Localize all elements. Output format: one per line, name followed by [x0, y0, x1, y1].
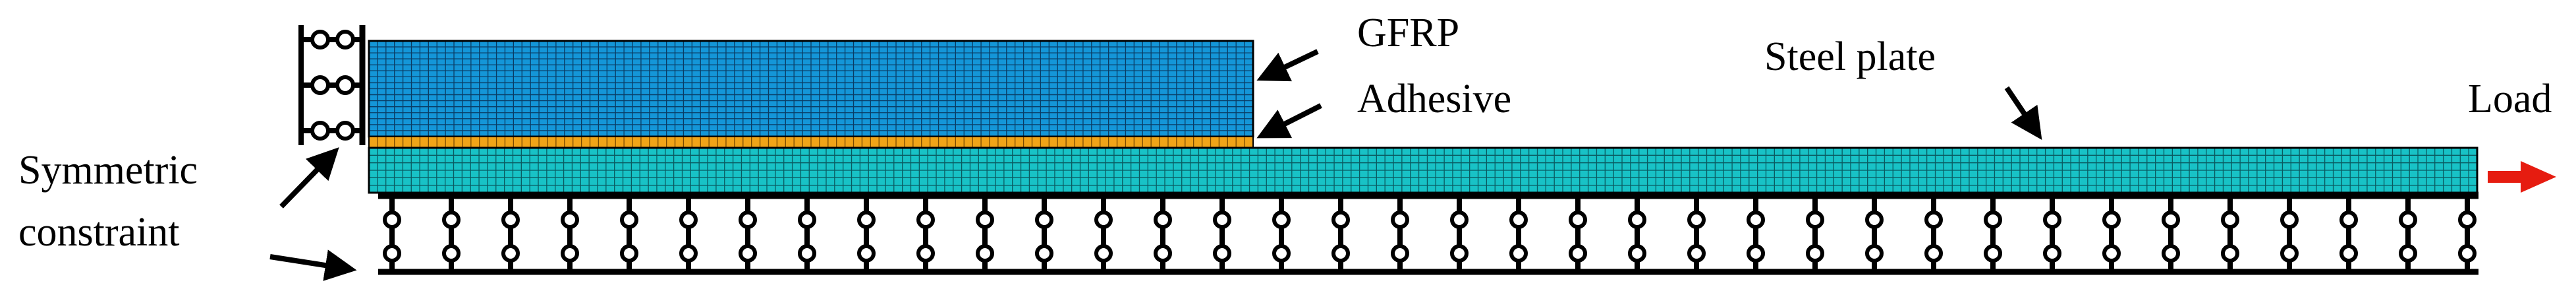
symmetric-pointer-arrow-lower: [269, 249, 357, 281]
symmetric-rollers: [301, 30, 362, 141]
roller-support-icon: [2221, 195, 2239, 272]
roller-support-icon: [1094, 195, 1113, 272]
roller-support-icon: [2458, 195, 2477, 272]
roller-support-icon: [501, 195, 520, 272]
roller-support-icon: [1747, 195, 1765, 272]
gfrp-label: GFRP: [1357, 11, 1459, 55]
roller-support-icon: [2162, 195, 2180, 272]
roller-support-icon: [2280, 195, 2299, 272]
roller-support-icon: [1213, 195, 1231, 272]
roller-support-icon: [1924, 195, 1943, 272]
roller-support-icon: [1628, 195, 1646, 272]
symmetric-constraint-label-line1: Symmetric: [18, 148, 198, 193]
roller-support-icon: [620, 195, 638, 272]
gfrp-mesh: [369, 41, 1253, 137]
roller-support-icon: [301, 30, 362, 49]
roller-support-icon: [2043, 195, 2061, 272]
symmetric-constraint-label-line2: constraint: [18, 210, 180, 255]
roller-support-icon: [383, 195, 401, 272]
roller-support-icon: [1154, 195, 1172, 272]
roller-support-icon: [442, 195, 461, 272]
steel-plate-pointer-arrow: [2004, 86, 2042, 140]
adhesive-mesh: [377, 137, 1245, 148]
roller-support-icon: [561, 195, 579, 272]
symmetric-constraint-support: [298, 25, 366, 145]
adhesive-pointer-arrow: [1256, 103, 1322, 139]
bottom-roller-supports: [383, 195, 2477, 272]
roller-support-icon: [1035, 195, 1053, 272]
roller-support-icon: [857, 195, 876, 272]
roller-support-icon: [679, 195, 698, 272]
roller-support-icon: [739, 195, 757, 272]
roller-support-icon: [1272, 195, 1291, 272]
steel-plate-label: Steel plate: [1764, 34, 1936, 79]
roller-support-icon: [976, 195, 994, 272]
adh-grid-lines: [377, 137, 1245, 148]
roller-support-icon: [1569, 195, 1587, 272]
roller-support-icon: [798, 195, 816, 272]
roller-support-icon: [301, 121, 362, 141]
symmetric-pointer-arrow-upper: [279, 147, 339, 209]
roller-support-icon: [1450, 195, 1469, 272]
roller-support-icon: [301, 75, 362, 95]
roller-support-icon: [1509, 195, 1528, 272]
steel-grid-lines: [369, 148, 2477, 193]
steel-plate-mesh: [369, 148, 2477, 193]
roller-support-icon: [2339, 195, 2358, 272]
roller-support-icon: [2102, 195, 2121, 272]
roller-support-icon: [1331, 195, 1350, 272]
gfrp-pointer-arrow: [1256, 49, 1319, 82]
roller-support-icon: [916, 195, 935, 272]
roller-support-icon: [1984, 195, 2002, 272]
roller-support-icon: [1865, 195, 1884, 272]
roller-support-icon: [1806, 195, 1824, 272]
roller-support-icon: [1687, 195, 1706, 272]
roller-support-icon: [2399, 195, 2417, 272]
adhesive-label: Adhesive: [1357, 77, 1511, 121]
load-label: Load: [2468, 77, 2552, 121]
gfrp-grid-lines: [369, 41, 1253, 137]
load-arrow-icon: [2488, 161, 2556, 193]
roller-support-icon: [1391, 195, 1409, 272]
